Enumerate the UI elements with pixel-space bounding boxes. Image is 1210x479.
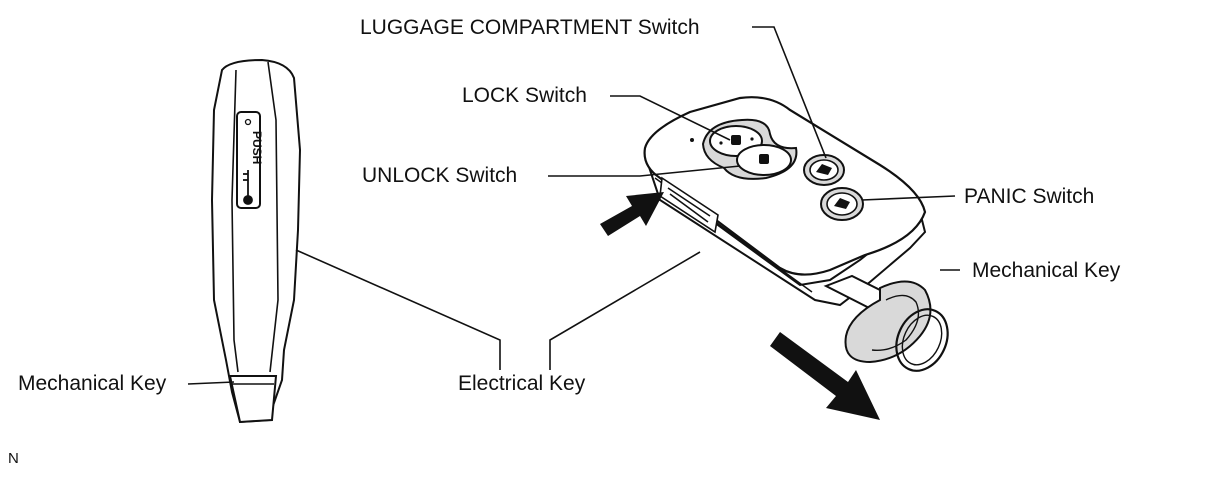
mechanical-key-right-label: Mechanical Key bbox=[972, 259, 1121, 282]
key-symbol-icon bbox=[243, 170, 253, 205]
mechanical-key-perspective bbox=[823, 274, 949, 372]
luggage-button bbox=[803, 154, 845, 186]
push-arrow-icon bbox=[600, 192, 664, 236]
lock-switch-label: LOCK Switch bbox=[462, 84, 587, 107]
mechanical-key-left-label: Mechanical Key bbox=[18, 372, 167, 395]
unlock-switch-label: UNLOCK Switch bbox=[362, 164, 518, 187]
luggage-compartment-switch-label: LUGGAGE COMPARTMENT Switch bbox=[360, 16, 700, 39]
fob-side-view bbox=[210, 58, 302, 424]
leader-lines bbox=[187, 26, 960, 385]
electrical-key-label: Electrical Key bbox=[458, 372, 586, 395]
panic-switch-label: PANIC Switch bbox=[964, 185, 1095, 208]
panic-button bbox=[820, 187, 864, 221]
push-text: PUSH bbox=[250, 131, 264, 164]
release-slot bbox=[659, 176, 719, 234]
unlock-button bbox=[736, 144, 792, 176]
pull-out-arrow-icon bbox=[770, 332, 880, 420]
corner-mark: N bbox=[8, 450, 19, 467]
push-release-button: PUSH bbox=[236, 111, 264, 209]
fob-perspective-view bbox=[643, 96, 927, 307]
